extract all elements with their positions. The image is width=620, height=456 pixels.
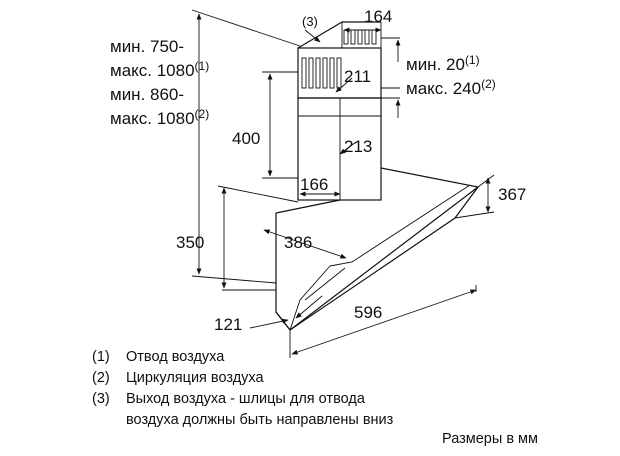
outlet-marker: (3) bbox=[302, 14, 318, 29]
svg-text:макс. 240(2): макс. 240(2) bbox=[406, 77, 496, 98]
units-note: Размеры в мм bbox=[442, 431, 538, 447]
legend-text: воздуха должны быть направлены вниз bbox=[126, 412, 394, 428]
dim-hood-width: 596 bbox=[354, 303, 382, 322]
dim-offset-ref2: (2) bbox=[481, 77, 496, 91]
dim-offset-ref1: (1) bbox=[465, 53, 480, 67]
dim-chimney-lower-height: 400 bbox=[232, 129, 260, 148]
dim-ducted-line2: макс. 1080 bbox=[110, 61, 195, 80]
chimney-upper bbox=[297, 21, 382, 99]
dim-recirc-line2: макс. 1080 bbox=[110, 109, 195, 128]
dim-canopy-depth: 386 bbox=[284, 233, 312, 252]
legend-number bbox=[92, 410, 126, 431]
svg-text:макс. 1080(2): макс. 1080(2) bbox=[110, 107, 209, 128]
legend-text: Циркуляция воздуха bbox=[126, 370, 264, 386]
dim-chimney-width-bottom: 166 bbox=[300, 175, 328, 194]
legend-text: Отвод воздуха bbox=[126, 349, 225, 365]
dim-chimney-depth: 213 bbox=[344, 137, 372, 156]
legend-item: (1) Отвод воздуха bbox=[92, 347, 393, 368]
legend-number: (1) bbox=[92, 349, 110, 365]
dim-hood-height: 367 bbox=[498, 185, 526, 204]
dim-recirc-line1: мин. 860- bbox=[110, 85, 184, 104]
legend-item: (3) Выход воздуха - шлицы для отвода bbox=[92, 389, 393, 410]
legend: (1) Отвод воздуха (2) Циркуляция воздуха… bbox=[92, 347, 393, 431]
svg-text:макс. 1080(1): макс. 1080(1) bbox=[110, 59, 209, 80]
dim-ducted-ref: (1) bbox=[195, 59, 210, 73]
vent-slots-front bbox=[301, 57, 342, 89]
dim-chimney-width-top: 164 bbox=[364, 7, 392, 26]
legend-text: Выход воздуха - шлицы для отвода bbox=[126, 391, 365, 407]
dim-offset-line1: мин. 20 bbox=[406, 55, 465, 74]
dim-ducted-line1: мин. 750- bbox=[110, 37, 184, 56]
dim-bottom-depth: 121 bbox=[214, 315, 242, 334]
dim-recirc-ref: (2) bbox=[195, 107, 210, 121]
dimension-lines bbox=[196, 13, 491, 355]
dim-offset-line2: макс. 240 bbox=[406, 79, 481, 98]
dim-canopy-height: 350 bbox=[176, 233, 204, 252]
legend-number: (2) bbox=[92, 370, 110, 386]
legend-item: воздуха должны быть направлены вниз bbox=[92, 410, 393, 431]
vent-slots-top bbox=[343, 29, 377, 45]
extension-lines bbox=[191, 9, 495, 358]
legend-item: (2) Циркуляция воздуха bbox=[92, 368, 393, 389]
legend-number: (3) bbox=[92, 391, 110, 407]
svg-text:мин. 20(1): мин. 20(1) bbox=[406, 53, 480, 74]
dim-chimney-inner-height: 211 bbox=[344, 67, 371, 86]
dimension-labels: мин. 750- макс. 1080(1) мин. 860- макс. … bbox=[110, 7, 526, 334]
